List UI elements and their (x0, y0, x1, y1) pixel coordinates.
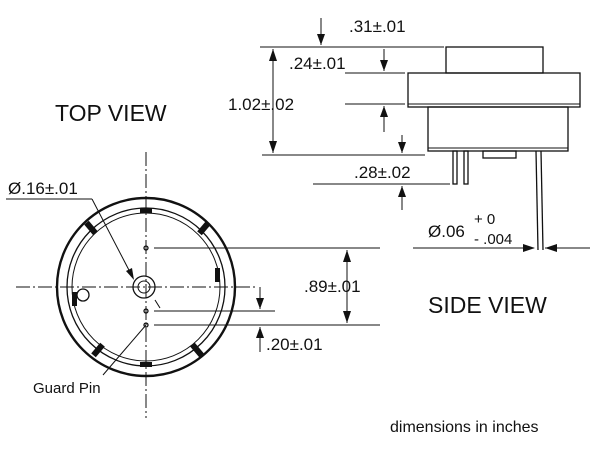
bottom-tab (482, 150, 517, 159)
pin-right-b (540, 150, 544, 251)
flange-height-label: .24±.01 (289, 54, 346, 73)
pin-diameter-arrow-right (523, 244, 535, 252)
pin-length-arrow-up (398, 186, 406, 197)
hole-diameter-leader (91, 198, 132, 275)
overall-height-arrow-top (269, 49, 277, 61)
pin-pointer (154, 299, 161, 309)
pin-offset-arrow-up (256, 327, 264, 338)
side-view: SIDE VIEW .31±.01 .24±.01 (228, 17, 590, 318)
flange-height-arrow-up (380, 106, 388, 117)
hole-diameter-arrowhead (126, 268, 134, 280)
sound-hole-outer (132, 275, 156, 299)
top-cap (445, 46, 544, 74)
pin-spacing-arrow-top (343, 250, 351, 262)
guard-pin-dot (143, 322, 149, 328)
ring-notches (72, 208, 220, 367)
body (427, 106, 569, 152)
pin-right-a (535, 150, 539, 251)
pin-offset-label: .20±.01 (266, 335, 323, 354)
pin-diameter-label: Ø.06 (428, 222, 465, 241)
mounting-hole (76, 288, 90, 302)
pin-length-label: .28±.02 (354, 163, 411, 182)
pin-length-arrow-down (398, 142, 406, 153)
flange-height-arrow-down (380, 60, 388, 71)
top-view: TOP VIEW Ø.16±.01 (6, 100, 380, 418)
guard-pin-label: Guard Pin (33, 380, 101, 397)
flange (407, 72, 581, 108)
pin-dot-middle (143, 308, 149, 314)
pin-spacing-label: .89±.01 (304, 277, 361, 296)
pin-dot-top (143, 245, 149, 251)
side-view-title: SIDE VIEW (428, 292, 547, 318)
pin-left-2 (463, 150, 469, 185)
outer-housing-circle (55, 196, 237, 378)
pin-left-1 (452, 150, 458, 185)
top-height-arrowhead (317, 34, 325, 45)
pin-diameter-arrow-left (545, 244, 557, 252)
top-view-title: TOP VIEW (55, 100, 167, 126)
overall-height-arrow-bottom (269, 141, 277, 153)
pin-diameter-plus: + 0 (474, 211, 495, 228)
sound-hole-inner (137, 280, 151, 294)
pin-offset-arrow-down (256, 298, 264, 309)
hole-diameter-label: Ø.16±.01 (8, 179, 78, 198)
pin-diameter-minus: - .004 (474, 231, 512, 248)
pin-spacing-arrow-bottom (343, 311, 351, 323)
overall-height-label: 1.02±.02 (228, 95, 294, 114)
units-note: dimensions in inches (390, 419, 539, 436)
guard-pin-leader (102, 324, 147, 376)
top-height-label: .31±.01 (349, 17, 406, 36)
